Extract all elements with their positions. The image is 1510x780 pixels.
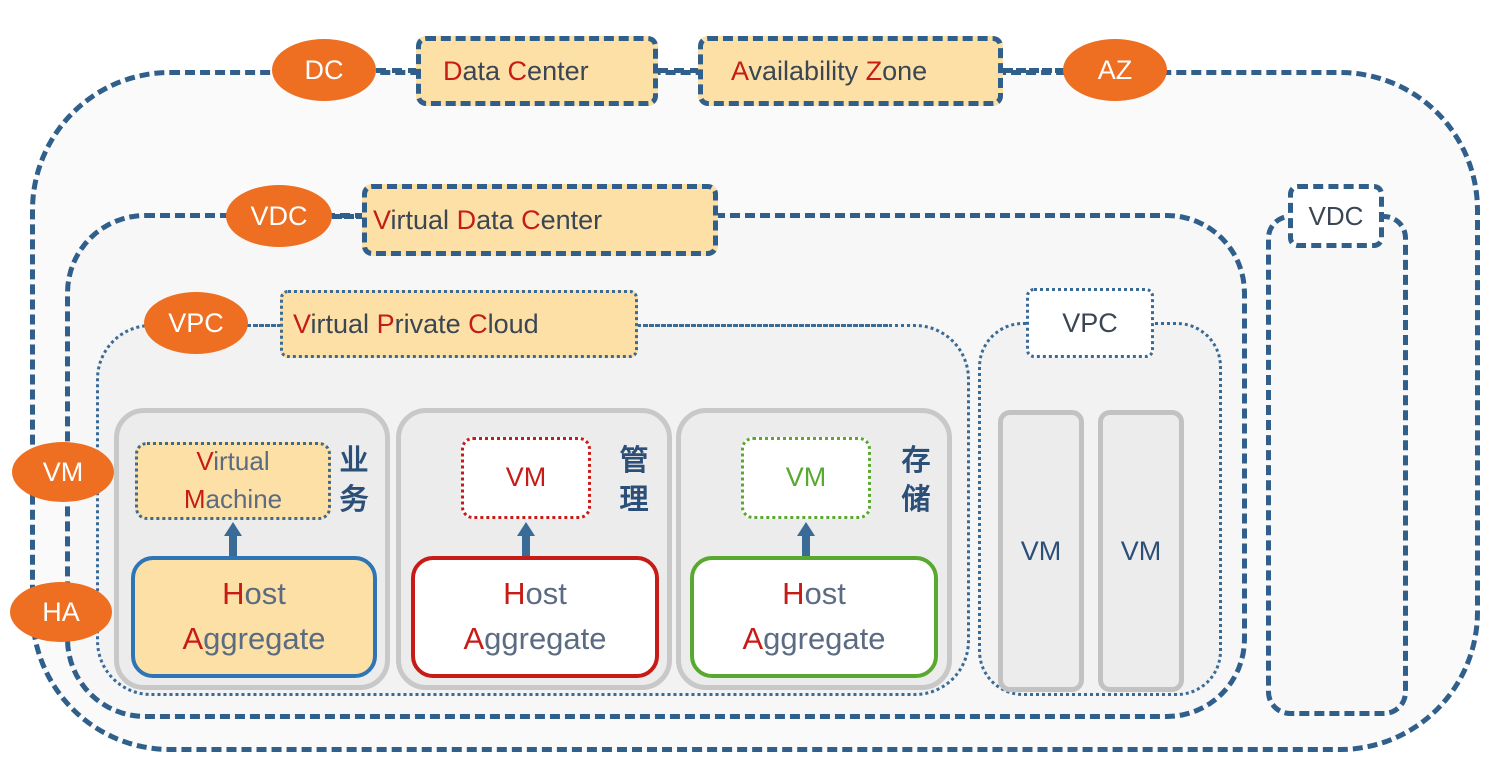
side-vdc-tag: VDC: [1288, 184, 1384, 248]
vdc-bubble-label: VDC: [250, 200, 308, 231]
vdc-bubble: VDC: [226, 185, 332, 247]
az-bubble-label: AZ: [1097, 54, 1133, 85]
az-bubble: AZ: [1063, 39, 1167, 101]
management-ha-line-1: Host: [503, 576, 567, 612]
vdc-connector: [332, 214, 366, 219]
business-cn-label: 业务: [339, 445, 369, 517]
business-arrow-icon: [224, 522, 242, 536]
management-cn-label: 管理: [619, 445, 649, 517]
side-vdc-container: [1266, 214, 1408, 716]
management-host-aggregate: Host Aggregate: [411, 556, 659, 678]
vpc-tag-connector: [638, 324, 888, 327]
virtual-data-center-label: Virtual Data Center: [373, 204, 603, 235]
availability-zone-tag: Availability Zone: [698, 36, 1003, 106]
storage-ha-line-2: Aggregate: [742, 621, 886, 656]
management-ha-line-2: Aggregate: [463, 621, 607, 656]
virtual-private-cloud-label: Virtual Private Cloud: [293, 308, 539, 339]
management-vm-label: VM: [505, 462, 547, 493]
business-ha-line-2: Aggregate: [182, 621, 326, 656]
vpc-bubble-label: VPC: [168, 307, 224, 338]
availability-zone-label: Availability Zone: [731, 55, 928, 86]
storage-arrow-stem: [802, 534, 810, 558]
vm-bubble: VM: [12, 442, 114, 502]
virtual-private-cloud-tag: Virtual Private Cloud: [280, 290, 638, 358]
virtual-data-center-tag: Virtual Data Center: [362, 184, 718, 256]
data-center-tag: Data Center: [416, 36, 658, 106]
storage-cn-label: 存储: [901, 445, 931, 517]
business-host-aggregate: Host Aggregate: [131, 556, 377, 678]
vm-panel-1: VM: [998, 410, 1084, 692]
storage-host-aggregate: Host Aggregate: [690, 556, 938, 678]
storage-ha-line-1: Host: [782, 576, 846, 612]
side-vpc-label: VPC: [1062, 307, 1118, 338]
storage-vm-box: VM: [741, 437, 871, 519]
management-arrow-stem: [522, 534, 530, 558]
business-vm-line-2: Machine: [183, 484, 283, 514]
business-ha-line-1: Host: [222, 576, 286, 612]
side-vpc-tag: VPC: [1026, 288, 1154, 358]
dc-connector: [376, 68, 418, 73]
management-vm-box: VM: [461, 437, 591, 519]
vm-panel-2: VM: [1098, 410, 1184, 692]
vm-panel-2-label: VM: [1120, 535, 1162, 566]
storage-vm-label: VM: [785, 462, 827, 493]
ha-bubble-label: HA: [42, 596, 80, 627]
ha-bubble: HA: [10, 582, 112, 642]
vpc-connector: [248, 324, 282, 327]
dc-bubble-label: DC: [304, 54, 344, 85]
vm-bubble-label: VM: [42, 456, 84, 487]
vpc-bubble: VPC: [144, 292, 248, 354]
storage-arrow-icon: [797, 522, 815, 536]
dc-bubble: DC: [272, 39, 376, 101]
business-vm-box: Virtual Machine: [135, 442, 331, 520]
data-center-label: Data Center: [443, 55, 589, 86]
dc-az-connector: [658, 68, 700, 73]
side-vdc-label: VDC: [1308, 200, 1364, 231]
business-arrow-stem: [229, 534, 237, 558]
management-arrow-icon: [517, 522, 535, 536]
vm-panel-1-label: VM: [1020, 535, 1062, 566]
business-vm-line-1: Virtual: [196, 446, 270, 477]
az-connector: [1003, 68, 1065, 73]
